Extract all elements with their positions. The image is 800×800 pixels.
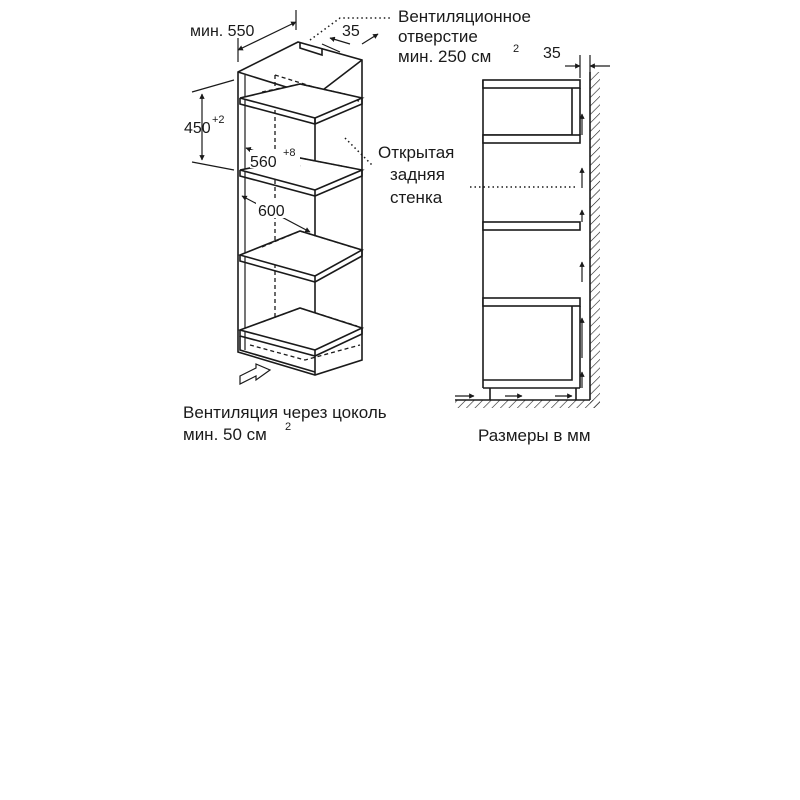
- plinth-vent-line1: Вентиляция через цоколь: [183, 403, 387, 422]
- vent-opening-line1: Вентиляционное: [398, 7, 531, 26]
- vent-opening-line2: отверстие: [398, 27, 478, 46]
- dimension-560: 560 +8: [245, 146, 301, 171]
- plinth-vent-line2: мин. 50 см: [183, 425, 267, 444]
- open-back-line1: Открытая: [378, 143, 454, 162]
- vent-opening-line3: мин. 250 см: [398, 47, 491, 66]
- dimension-600: 600: [241, 195, 311, 233]
- plinth-vent-sup: 2: [285, 421, 291, 433]
- dim-35-top-label: 35: [342, 23, 360, 40]
- width-560-tolerance: +8: [283, 147, 296, 159]
- dimension-35-top: 35: [321, 23, 379, 53]
- open-back-callout: Открытая задняя стенка: [344, 137, 454, 207]
- dimension-450: 450 +2: [184, 79, 235, 171]
- dimension-min-550: мин. 550: [190, 10, 297, 62]
- side-section-view: [455, 72, 600, 408]
- dim-35-side-label: 35: [543, 45, 561, 62]
- height-450-tolerance: +2: [212, 114, 225, 126]
- units-note: Размеры в мм: [478, 426, 591, 445]
- height-450-label: 450: [184, 120, 211, 137]
- plinth-vent-arrow: [239, 363, 272, 385]
- cabinet-3d-view: [237, 41, 365, 376]
- width-560-label: 560: [250, 154, 277, 171]
- open-back-line2: задняя: [390, 165, 445, 184]
- vent-opening-sup: 2: [513, 43, 519, 55]
- min-550-label: мин. 550: [190, 23, 254, 40]
- vent-opening-callout: Вентиляционное отверстие мин. 250 см 2: [309, 7, 531, 66]
- open-back-line3: стенка: [390, 188, 443, 207]
- depth-600-label: 600: [258, 203, 285, 220]
- dimension-35-side: 35: [543, 45, 610, 78]
